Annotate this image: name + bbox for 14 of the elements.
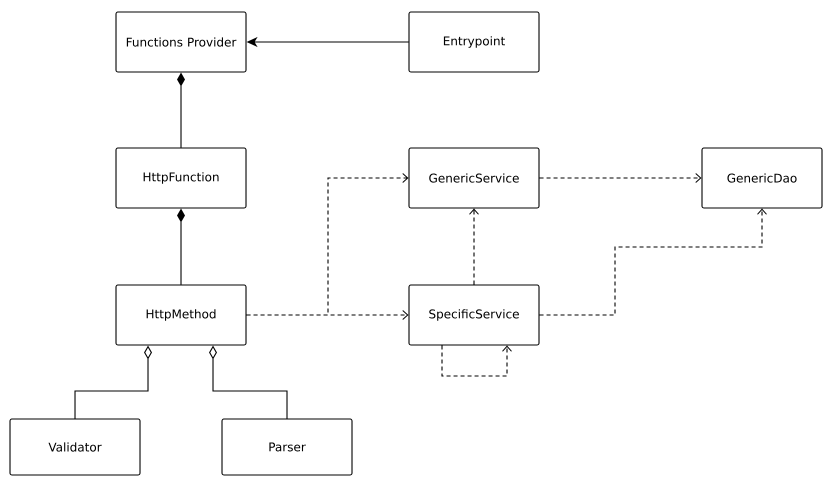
class-box: Entrypoint (408, 11, 540, 73)
class-box: Parser (221, 418, 353, 476)
dependency-arrow (540, 173, 702, 183)
dependency-arrow (469, 208, 479, 284)
class-box: Validator (9, 418, 141, 476)
dependency-arrow (540, 208, 767, 316)
class-box: HttpMethod (115, 284, 247, 346)
class-box: HttpFunction (115, 147, 247, 209)
class-box: Functions Provider (115, 11, 247, 73)
class-box: SpecificService (408, 284, 540, 346)
class-box: GenericDao (701, 147, 823, 209)
class-box: GenericService (408, 147, 540, 209)
dependency-arrow (441, 346, 512, 377)
dependency-arrow (246, 310, 408, 320)
